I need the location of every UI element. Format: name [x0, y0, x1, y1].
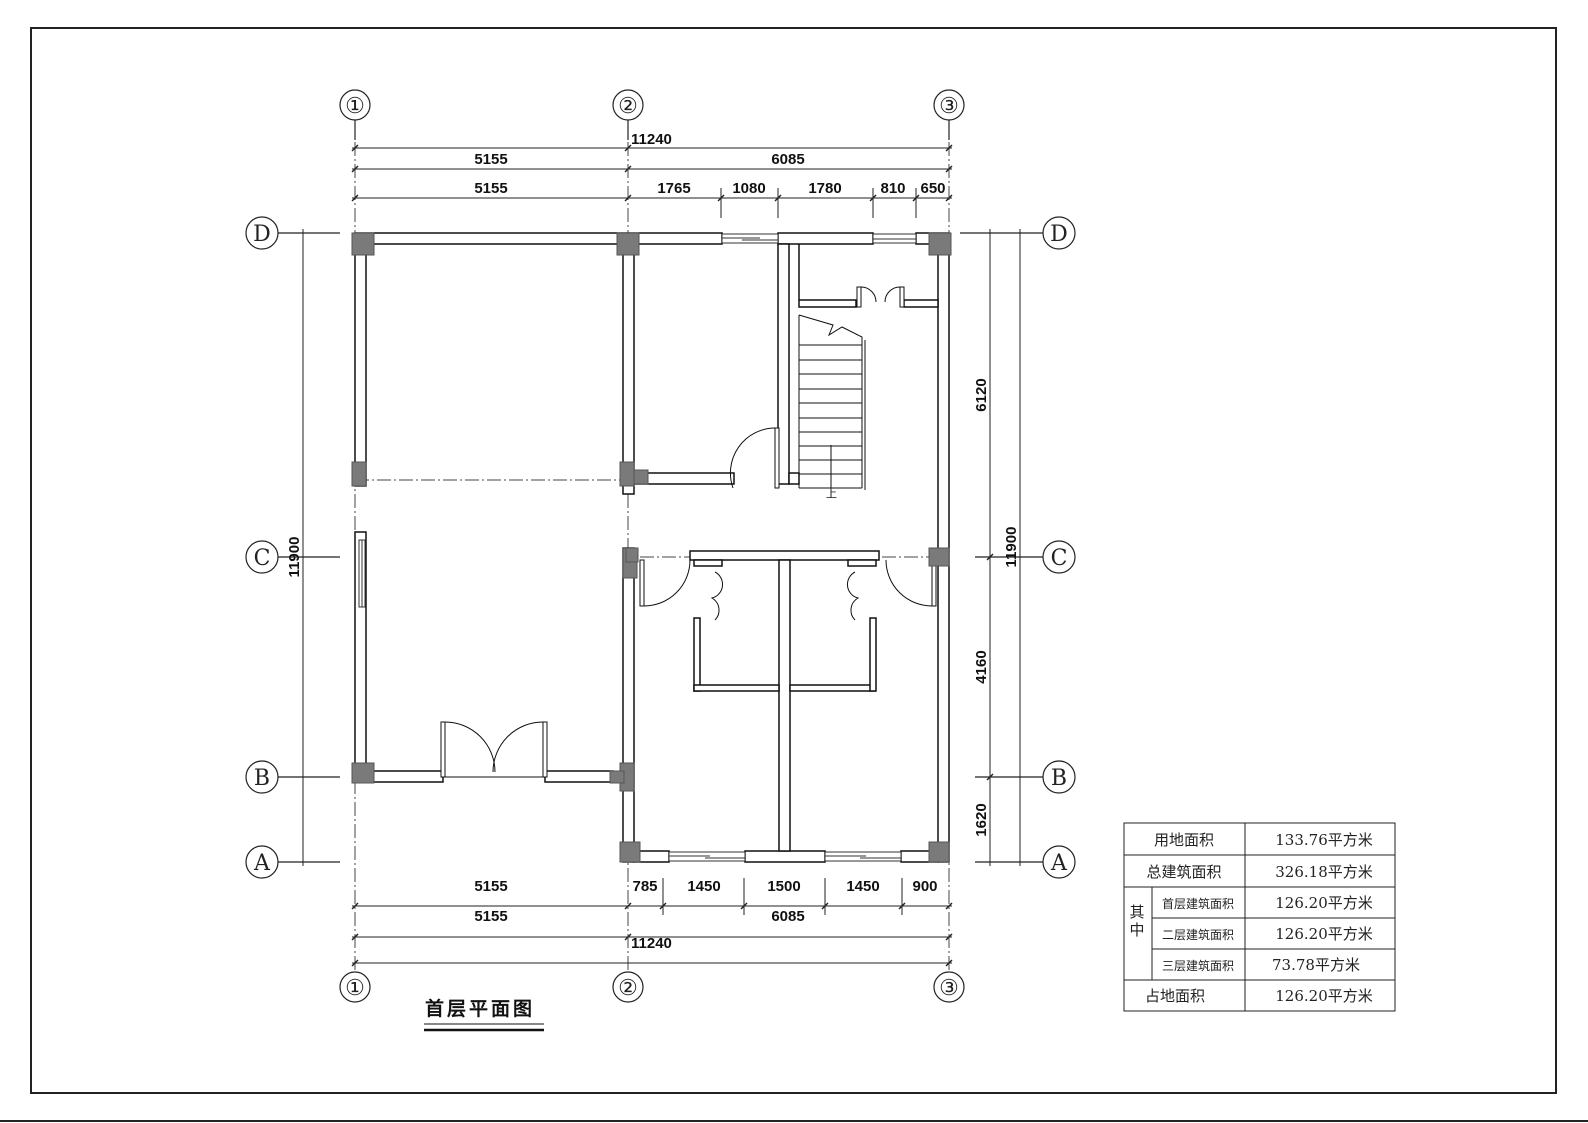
stair — [798, 314, 866, 498]
left-dimension-lines — [298, 229, 308, 866]
dim-left-overall: 11900 — [286, 537, 303, 578]
dim-right-seg-3: 1620 — [973, 803, 990, 836]
axis-bubble-C-right: C — [1051, 546, 1068, 571]
axis-bubble-B-left: B — [254, 766, 270, 791]
area-table-value-row-6: 126.20平方米 — [1275, 987, 1373, 1005]
dim-bottom-row1-d: 1500 — [767, 878, 800, 895]
axis-bubbles-top — [339, 89, 965, 140]
area-table-label-row-1: 用地面积 — [1154, 831, 1214, 849]
area-table-value-row-4: 126.20平方米 — [1275, 925, 1373, 943]
stair-up-label: 上 — [826, 487, 837, 500]
columns — [351, 232, 952, 863]
right-dimension-lines — [985, 229, 1025, 866]
windows — [358, 233, 917, 862]
dim-bottom-row1-a: 5155 — [474, 878, 507, 895]
drawing-title: 首层平面图 — [425, 997, 535, 1020]
axis-bubble-C-left: C — [254, 546, 271, 571]
area-table-group-char-1: 其 — [1129, 903, 1144, 921]
axis-bubble-D-right: D — [1050, 222, 1068, 247]
dim-bottom-overall: 11240 — [631, 935, 672, 952]
dim-bottom-row2-b: 6085 — [771, 908, 804, 925]
dim-bottom-row2-a: 5155 — [474, 908, 507, 925]
axis-bubble-D-left: D — [253, 222, 271, 247]
axis-bubble-B-right: B — [1051, 766, 1067, 791]
area-table-label-row-2: 总建筑面积 — [1146, 863, 1221, 881]
axis-bubbles-bottom — [339, 971, 965, 1003]
area-table-value-row-1: 133.76平方米 — [1275, 831, 1373, 849]
axis-grid — [354, 120, 950, 972]
area-table-value-row-3: 126.20平方米 — [1275, 894, 1373, 912]
dim-top-row2-d: 1780 — [808, 180, 841, 197]
dim-top-row1-a: 5155 — [474, 151, 507, 168]
axis-bubble-1-bottom: ① — [345, 976, 365, 1001]
dim-top-row1-b: 6085 — [771, 151, 804, 168]
sheet-frame — [30, 27, 1557, 1094]
axis-bubble-1-top: ① — [345, 94, 365, 119]
dim-right-seg-1: 6120 — [973, 378, 990, 411]
doors — [440, 286, 937, 778]
dim-top-overall: 11240 — [631, 131, 672, 148]
axis-bubble-2-bottom: ② — [618, 976, 638, 1001]
dim-top-row2-b: 1765 — [657, 180, 690, 197]
dim-bottom-row1-c: 1450 — [687, 878, 720, 895]
area-table-group-char-2: 中 — [1129, 921, 1144, 939]
bottom-dimension-lines — [351, 878, 953, 967]
axis-bubble-A-left: A — [253, 851, 271, 876]
axis-bubbles-left — [245, 216, 340, 879]
area-table-label-row-6: 占地面积 — [1145, 987, 1205, 1005]
dim-bottom-row1-e: 1450 — [846, 878, 879, 895]
top-dimension-lines — [351, 144, 953, 218]
dim-bottom-row1-b: 785 — [632, 878, 657, 895]
dim-top-row2-c: 1080 — [732, 180, 765, 197]
area-table-label-row-4: 二层建筑面积 — [1162, 927, 1234, 942]
axis-bubble-2-top: ② — [618, 94, 638, 119]
area-table-value-row-2: 326.18平方米 — [1275, 863, 1373, 881]
axis-bubble-A-right: A — [1050, 851, 1068, 876]
dim-bottom-row1-f: 900 — [912, 878, 937, 895]
dim-right-overall: 11900 — [1003, 527, 1020, 568]
dim-top-row2-a: 5155 — [474, 180, 507, 197]
area-table — [1123, 822, 1396, 1012]
dim-top-row2-f: 650 — [920, 180, 945, 197]
area-table-value-row-5: 73.78平方米 — [1272, 956, 1360, 974]
axis-bubble-3-bottom: ③ — [939, 976, 959, 1001]
dim-right-seg-2: 4160 — [973, 650, 990, 683]
area-table-label-row-3: 首层建筑面积 — [1162, 896, 1234, 911]
axis-bubble-3-top: ③ — [939, 94, 959, 119]
area-table-label-row-5: 三层建筑面积 — [1162, 958, 1234, 973]
dim-top-row2-e: 810 — [880, 180, 905, 197]
axis-bubbles-right — [960, 216, 1076, 879]
